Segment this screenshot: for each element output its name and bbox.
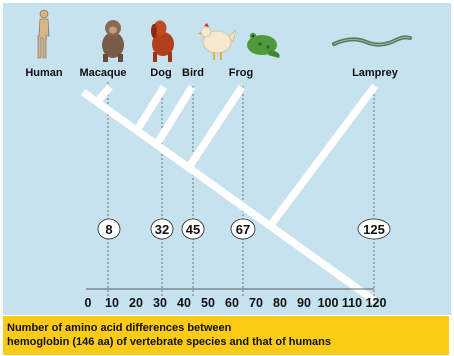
difference-badges: 8 32 45 67 125 — [98, 219, 390, 239]
species-label-frog: Frog — [229, 67, 253, 79]
value-dog: 32 — [155, 222, 169, 237]
value-bird: 45 — [186, 222, 200, 237]
branch-frog — [189, 87, 242, 167]
trunk-branch — [83, 92, 375, 301]
axis-ticks: 0 10 20 30 40 50 60 70 80 90 100 110 120 — [85, 296, 387, 310]
species-label-macaque: Macaque — [79, 67, 126, 79]
caption-line-2: hemoglobin (146 aa) of vertebrate specie… — [7, 335, 444, 349]
caption-box: Number of amino acid differences between… — [3, 316, 449, 355]
species-label-bird: Bird — [182, 67, 204, 79]
axis-tick: 20 — [129, 296, 143, 310]
axis-tick: 80 — [273, 296, 287, 310]
axis-tick: 100 — [318, 296, 339, 310]
axis-tick: 10 — [105, 296, 119, 310]
axis-tick: 0 — [85, 296, 92, 310]
axis-tick: 70 — [249, 296, 263, 310]
human-icon — [38, 10, 49, 58]
axis-tick: 60 — [225, 296, 239, 310]
macaque-icon — [102, 20, 124, 62]
caption-line-1: Number of amino acid differences between — [7, 321, 444, 335]
value-lamprey: 125 — [363, 222, 385, 237]
branch-lamprey — [270, 86, 375, 226]
dog-icon — [151, 21, 174, 63]
value-macaque: 8 — [105, 222, 112, 237]
branch-dog — [137, 87, 164, 130]
species-label-lamprey: Lamprey — [352, 67, 399, 79]
phylogenetic-tree — [83, 86, 375, 301]
axis-tick: 30 — [153, 296, 167, 310]
lamprey-icon — [334, 37, 410, 44]
axis-tick: 50 — [201, 296, 215, 310]
species-label-dog: Dog — [150, 67, 171, 79]
species-label-human: Human — [25, 67, 63, 79]
frog-icon — [247, 33, 280, 58]
value-frog: 67 — [236, 222, 250, 237]
bird-icon — [198, 23, 236, 60]
axis-tick: 120 — [366, 296, 387, 310]
axis-tick: 90 — [297, 296, 311, 310]
axis-tick: 110 — [342, 296, 362, 310]
axis-tick: 40 — [177, 296, 191, 310]
